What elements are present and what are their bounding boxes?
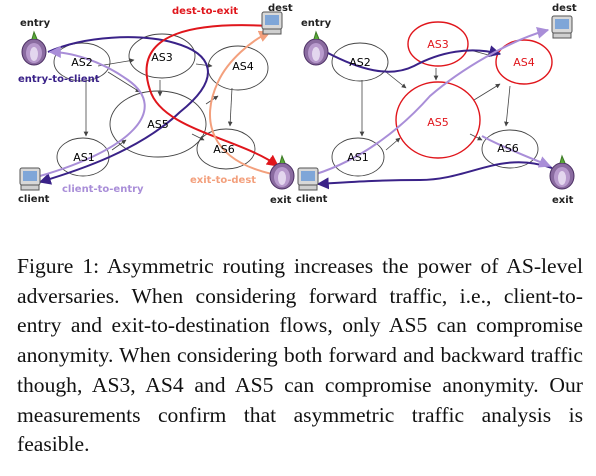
as6-ellipse <box>481 129 539 169</box>
figure-1-diagram: AS2 AS3 AS4 AS5 AS1 AS6 dest-to-exit ent… <box>18 3 577 206</box>
onion-icon <box>269 154 295 190</box>
flow-label-client-to-entry: client-to-entry <box>62 184 144 195</box>
as-label: AS6 <box>497 142 519 155</box>
as-ellipses <box>53 33 269 177</box>
flow-client-to-entry <box>39 46 146 177</box>
figure-caption: Figure 1: Asymmetric routing increases t… <box>17 254 583 457</box>
right-panel: AS2 AS3 AS4 AS5 AS1 AS6 entry dest clien… <box>296 3 577 206</box>
as-label: AS3 <box>151 51 173 64</box>
as-ellipses <box>331 21 553 177</box>
flow-purple-dark <box>325 45 502 73</box>
computer-icon <box>261 11 283 35</box>
as5-ellipse <box>395 81 481 159</box>
client-node-label: client <box>18 194 50 205</box>
as-label: AS4 <box>232 60 254 73</box>
as-label: AS5 <box>147 118 169 131</box>
flow-exit-to-dest <box>209 30 273 175</box>
flow-paths <box>315 26 553 190</box>
as1-ellipse <box>331 137 385 177</box>
flow-label-exit-to-dest: exit-to-dest <box>190 175 256 186</box>
as-label: AS2 <box>349 56 371 69</box>
as-links <box>359 49 511 151</box>
as-label: AS2 <box>71 56 93 69</box>
as-links <box>83 58 233 151</box>
onion-icon <box>303 30 329 66</box>
flow-label-dest-to-exit: dest-to-exit <box>172 6 238 17</box>
computer-icon <box>19 167 41 191</box>
flow-dest-to-exit <box>145 24 279 167</box>
as-label: AS1 <box>347 151 369 164</box>
as2-ellipse <box>53 42 111 82</box>
flow-purple-light-exit <box>481 135 552 168</box>
onion-icon <box>21 30 47 66</box>
as-label: AS5 <box>427 116 449 129</box>
as2-ellipse <box>331 42 389 82</box>
as6-ellipse <box>196 128 256 170</box>
client-node-label: client <box>296 194 328 205</box>
as3-ellipse <box>407 21 469 67</box>
entry-node-label: entry <box>20 18 51 29</box>
as4-ellipse <box>495 39 553 85</box>
exit-node-label: exit <box>552 195 574 206</box>
as3-ellipse <box>128 33 196 79</box>
dest-node-label: dest <box>552 3 577 14</box>
computer-icon <box>297 167 319 191</box>
flow-paths <box>38 24 279 185</box>
exit-node-label: exit <box>270 195 292 206</box>
as5-ellipse <box>109 90 207 158</box>
flow-purple-dark-return <box>316 161 553 190</box>
as-label: AS4 <box>513 56 535 69</box>
dest-node-label: dest <box>268 3 293 14</box>
onion-icon <box>549 154 575 190</box>
as-label: AS3 <box>427 38 449 51</box>
as-label: AS6 <box>213 143 235 156</box>
flow-purple-light <box>315 26 550 175</box>
computer-icon <box>551 15 573 39</box>
flow-entry-to-client <box>38 36 209 185</box>
entry-node-label: entry <box>301 18 332 29</box>
as-label: AS1 <box>73 151 95 164</box>
left-panel: AS2 AS3 AS4 AS5 AS1 AS6 dest-to-exit ent… <box>18 3 295 206</box>
flow-label-entry-to-client: entry-to-client <box>18 74 100 85</box>
